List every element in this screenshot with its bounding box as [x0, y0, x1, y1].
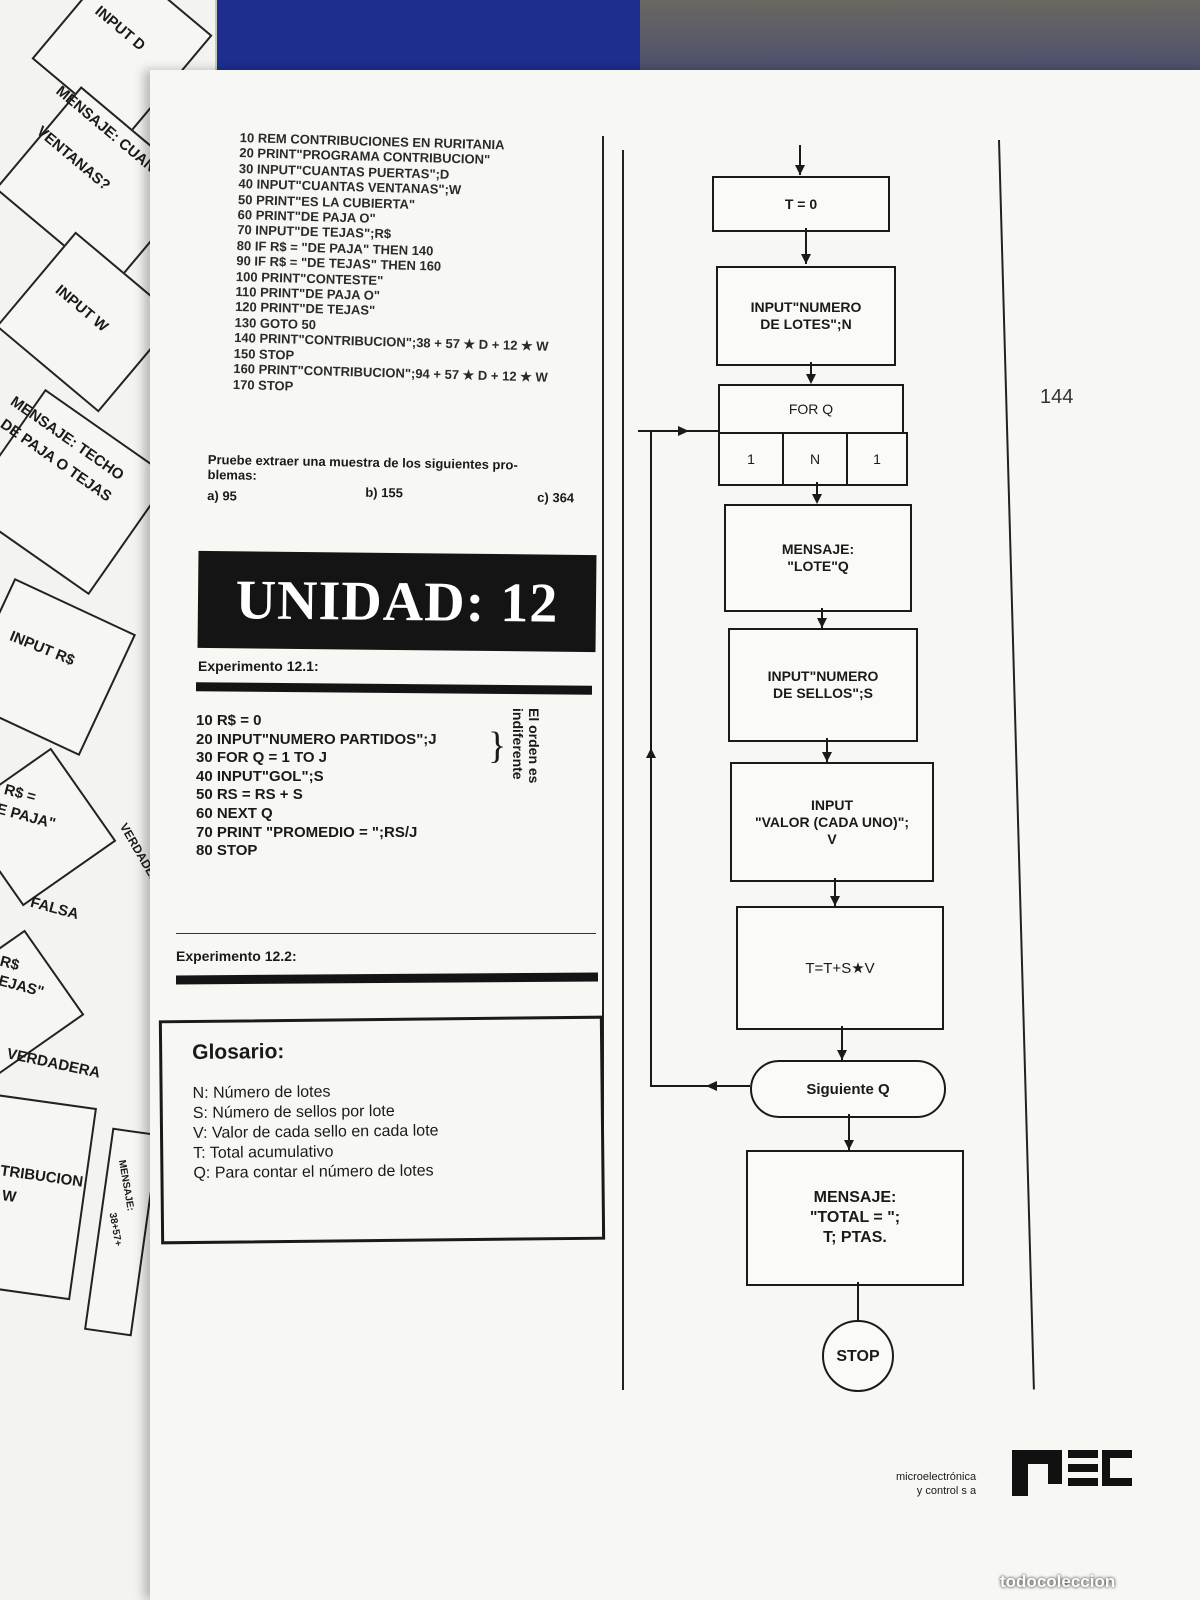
column-divider: [602, 136, 604, 1236]
glossary-item: T: Total acumulativo: [193, 1143, 334, 1162]
company-line-1: microelectrónica: [896, 1471, 977, 1483]
for-cell-step: 1: [846, 432, 908, 486]
glossary-item: N: Número de lotes: [192, 1083, 331, 1102]
input-sellos-text-1: INPUT"NUMERO: [767, 668, 879, 684]
glossary-item: Q: Para contar el número de lotes: [193, 1162, 434, 1182]
code-line: 20 INPUT"NUMERO PARTIDOS";J: [196, 730, 437, 748]
arrow-left-icon: [706, 1081, 717, 1091]
unit-title: UNIDAD: 12: [197, 550, 597, 653]
arrow-down-icon: [806, 374, 816, 384]
glossary-box: Glosario: N: Número de lotes S: Número d…: [158, 1015, 606, 1245]
stop-text: STOP: [836, 1347, 880, 1365]
input-lotes-text-2: DE LOTES";N: [760, 316, 852, 332]
flow-connector: [799, 145, 801, 175]
input-lotes-text-1: INPUT"NUMERO: [750, 299, 862, 315]
for-q-text: FOR Q: [788, 400, 834, 417]
loop-return-bottom: [652, 1085, 750, 1087]
for-cell-end: N: [782, 432, 848, 486]
mensaje-total-box: MENSAJE: "TOTAL = "; T; PTAS.: [746, 1150, 964, 1286]
code-line: 30 FOR Q = 1 TO J: [196, 749, 328, 767]
program-listing: 10 REM CONTRIBUCIONES EN RURITANIA 20 PR…: [233, 130, 620, 402]
code-line: 70 PRINT "PROMEDIO = ";RS/J: [196, 823, 418, 841]
arrow-down-icon: [822, 752, 832, 762]
flow-connector: [810, 362, 812, 382]
mec-logo: [1008, 1444, 1134, 1498]
mensaje-total-text-3: T; PTAS.: [823, 1229, 887, 1246]
arrow-right-icon: [678, 426, 689, 436]
arrow-down-icon: [830, 896, 840, 906]
arrow-down-icon: [795, 165, 805, 175]
for-q-header: FOR Q: [718, 384, 904, 434]
arrow-up-icon: [646, 748, 656, 758]
init-total-text: T = 0: [784, 195, 818, 212]
flow-connector: [848, 1114, 850, 1150]
problems-block: Pruebe extraer una muestra de los siguie…: [207, 452, 598, 515]
input-sellos-text-2: DE SELLOS";S: [773, 685, 873, 701]
input-sellos-box: INPUT"NUMERO DE SELLOS";S: [728, 628, 918, 742]
code-line: 40 INPUT"GOL";S: [196, 767, 324, 785]
flow-connector: [834, 878, 836, 906]
arrow-down-icon: [837, 1050, 847, 1060]
experiment-2-label: Experimento 12.2:: [176, 948, 297, 964]
code-line: 60 NEXT Q: [196, 804, 273, 822]
problem-a: a) 95: [207, 487, 238, 504]
right-page: [150, 70, 1200, 1600]
falsa-label: FALSA: [28, 893, 81, 924]
loop-return-vertical: [650, 430, 652, 1087]
mensaje-lote-box: MENSAJE: "LOTE"Q: [724, 504, 912, 612]
siguiente-q-terminal: Siguiente Q: [750, 1060, 946, 1118]
glossary-item: S: Número de sellos por lote: [192, 1102, 395, 1122]
input-valor-text-1: INPUT: [811, 796, 853, 813]
verdadera-label-2: VERDADERA: [5, 1045, 102, 1082]
input-valor-text-3: V: [827, 830, 837, 847]
brace-symbol: }: [488, 725, 507, 767]
input-valor-text-2: "VALOR (CADA UNO)";: [754, 813, 910, 830]
mensaje-total-text-1: MENSAJE:: [813, 1189, 897, 1206]
code-line: 10 R$ = 0: [196, 712, 262, 729]
company-line-2: y control s a: [916, 1485, 977, 1497]
glossary-title: Glosario:: [192, 1040, 285, 1064]
init-total-box: T = 0: [712, 176, 890, 232]
arrow-down-icon: [801, 254, 811, 264]
arrow-down-icon: [817, 618, 827, 628]
mensaje-total-text-2: "TOTAL = ";: [809, 1209, 901, 1226]
input-valor-box: INPUT "VALOR (CADA UNO)"; V: [730, 762, 934, 882]
flow-connector: [857, 1282, 859, 1322]
code-line: 50 RS = RS + S: [196, 786, 303, 804]
watermark: todocoleccion: [1000, 1572, 1116, 1591]
order-note: El orden es indiferente: [510, 708, 542, 783]
flow-connector: [816, 482, 818, 502]
order-note-line-2: indiferente: [510, 708, 526, 780]
for-cell-start-text: 1: [747, 450, 755, 467]
mensaje-lote-text-1: MENSAJE:: [781, 541, 855, 557]
page-number: 144: [1040, 386, 1074, 408]
experiment-1-code: 10 R$ = 0 20 INPUT"NUMERO PARTIDOS";J 30…: [196, 712, 437, 861]
code-line: 80 STOP: [196, 842, 258, 860]
for-cell-step-text: 1: [873, 450, 881, 467]
flowchart-left-border: [622, 150, 624, 1390]
decision-paja-diamond: [0, 747, 117, 907]
problem-b: b) 155: [365, 484, 404, 501]
company-name: microelectrónica y control s a: [896, 1470, 976, 1498]
mensaje-lote-text-2: "LOTE"Q: [787, 558, 849, 574]
arrow-down-icon: [844, 1140, 854, 1150]
experiment-1-label: Experimento 12.1:: [198, 658, 319, 674]
experiment-2-top-rule: [176, 933, 596, 934]
accumulate-box: T=T+S★V: [736, 906, 944, 1030]
for-cell-end-text: N: [809, 450, 821, 467]
flow-connector: [841, 1026, 843, 1060]
glossary-item: V: Valor de cada sello en cada lote: [192, 1122, 439, 1142]
stop-terminal: STOP: [822, 1320, 894, 1392]
for-cell-start: 1: [718, 432, 784, 486]
accumulate-text: T=T+S★V: [805, 959, 875, 977]
order-note-line-1: El orden es: [526, 708, 542, 784]
contribucion-label-2: W: [0, 1187, 18, 1206]
flow-connector: [826, 738, 828, 762]
input-lotes-box: INPUT"NUMERO DE LOTES";N: [716, 266, 896, 366]
flow-connector: [805, 228, 807, 264]
arrow-down-icon: [812, 494, 822, 504]
problem-c: c) 364: [537, 489, 575, 506]
siguiente-q-text: Siguiente Q: [806, 1080, 890, 1098]
